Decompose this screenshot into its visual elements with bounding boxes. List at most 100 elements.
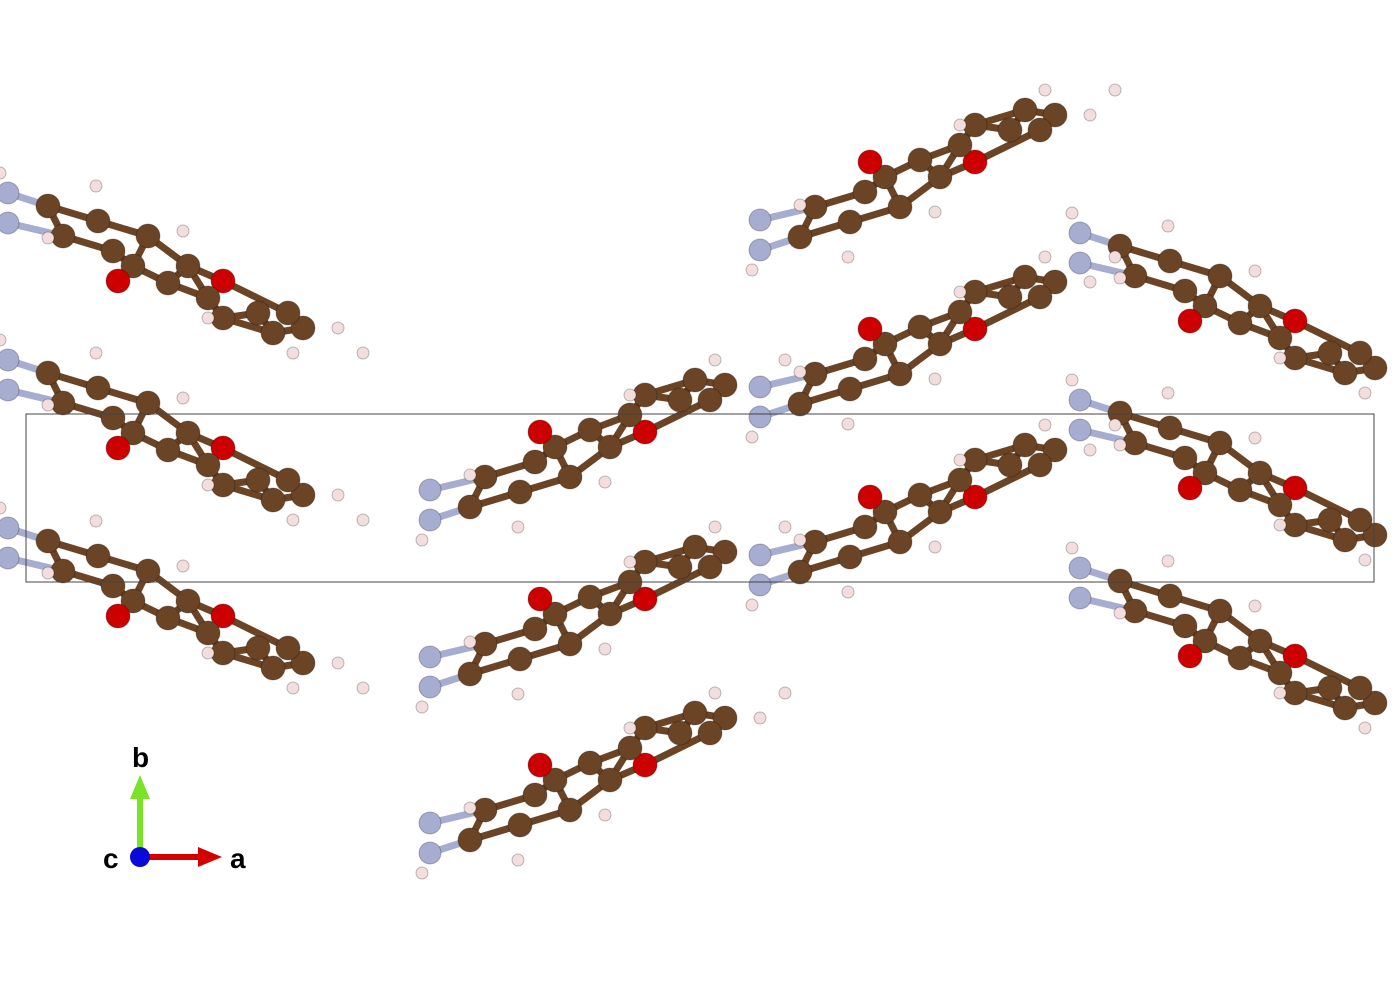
hydrogen-atom <box>1083 275 1097 289</box>
a-axis-label: a <box>230 843 246 874</box>
oxygen-atom <box>210 268 236 294</box>
hydrogen-atom <box>1038 250 1052 264</box>
carbon-atom <box>1332 695 1358 721</box>
carbon-atom <box>100 573 126 599</box>
hydrogen-atom <box>286 681 300 695</box>
nitrogen-atom <box>748 573 772 597</box>
hydrogen-atom <box>1083 108 1097 122</box>
carbon-atom <box>85 208 111 234</box>
carbon-atom <box>1317 507 1343 533</box>
carbon-atom <box>557 464 583 490</box>
carbon-atom <box>260 655 286 681</box>
carbon-atom <box>195 452 221 478</box>
carbon-atom <box>1042 437 1068 463</box>
carbon-atom <box>1227 310 1253 336</box>
bond <box>641 563 714 603</box>
carbon-atom <box>802 529 828 555</box>
carbon-atom <box>667 387 693 413</box>
carbon-atom <box>1207 430 1233 456</box>
carbon-atom <box>50 390 76 416</box>
hydrogen-atom <box>0 333 7 347</box>
nitrogen-atom <box>0 546 20 570</box>
nitrogen-atom <box>418 508 442 532</box>
carbon-atom <box>85 543 111 569</box>
carbon-atom <box>1027 284 1053 310</box>
carbon-atom <box>1027 452 1053 478</box>
carbon-atom <box>837 376 863 402</box>
hydrogen-atom <box>841 585 855 599</box>
hydrogen-atom <box>841 250 855 264</box>
bond <box>971 461 1044 501</box>
carbon-atom <box>155 270 181 296</box>
carbon-atom <box>1332 527 1358 553</box>
bond <box>971 293 1044 333</box>
carbon-atom <box>1192 460 1218 486</box>
carbon-atom <box>1362 355 1388 381</box>
hydrogen-atom <box>176 391 190 405</box>
carbon-atom <box>35 360 61 386</box>
carbon-atom <box>887 361 913 387</box>
hydrogen-atom <box>598 642 612 656</box>
carbon-atom <box>507 479 533 505</box>
carbon-atom <box>1207 263 1233 289</box>
carbon-atom <box>120 588 146 614</box>
carbon-atom <box>1012 432 1038 458</box>
carbon-atom <box>837 544 863 570</box>
axis-indicator: a b c <box>103 742 246 874</box>
carbon-atom <box>245 300 271 326</box>
carbon-atom <box>617 402 643 428</box>
carbon-atom <box>1192 628 1218 654</box>
carbon-atom <box>1157 248 1183 274</box>
hydrogen-atom <box>841 417 855 431</box>
carbon-atom <box>120 420 146 446</box>
bond <box>1291 484 1364 524</box>
carbon-atom <box>1317 340 1343 366</box>
hydrogen-atom <box>1358 553 1372 567</box>
hydrogen-atom <box>953 285 967 299</box>
hydrogen-atom <box>463 801 477 815</box>
hydrogen-atom <box>415 533 429 547</box>
carbon-atom <box>887 529 913 555</box>
carbon-atom <box>947 132 973 158</box>
carbon-atom <box>175 253 201 279</box>
hydrogen-atom <box>778 520 792 534</box>
carbon-atom <box>632 549 658 575</box>
carbon-atom <box>507 646 533 672</box>
carbon-atom <box>542 767 568 793</box>
carbon-atom <box>1172 445 1198 471</box>
hydrogen-atom <box>778 353 792 367</box>
nitrogen-atom <box>418 811 442 835</box>
hydrogen-atom <box>708 686 722 700</box>
hydrogen-atom <box>708 520 722 534</box>
nitrogen-atom <box>748 238 772 262</box>
hydrogen-atom <box>1065 541 1079 555</box>
carbon-atom <box>697 720 723 746</box>
hydrogen-atom <box>598 808 612 822</box>
hydrogen-atom <box>708 353 722 367</box>
carbon-atom <box>1122 263 1148 289</box>
carbon-atom <box>1012 97 1038 123</box>
carbon-atom <box>907 147 933 173</box>
carbon-atom <box>1347 675 1373 701</box>
carbon-atom <box>120 253 146 279</box>
hydrogen-atom <box>1038 83 1052 97</box>
hydrogen-atom <box>753 711 767 725</box>
carbon-atom <box>155 605 181 631</box>
hydrogen-atom <box>1248 264 1262 278</box>
nitrogen-atom <box>418 841 442 865</box>
carbon-atom <box>35 528 61 554</box>
carbon-atom <box>577 750 603 776</box>
carbon-atom <box>155 437 181 463</box>
hydrogen-atom <box>793 533 807 547</box>
carbon-atom <box>1332 360 1358 386</box>
hydrogen-atom <box>511 520 525 534</box>
carbon-atom <box>787 559 813 585</box>
hydrogen-atom <box>176 224 190 238</box>
oxygen-atom <box>105 268 131 294</box>
hydrogen-atom <box>511 687 525 701</box>
oxygen-atom <box>962 316 988 342</box>
oxygen-atom <box>527 752 553 778</box>
carbon-atom <box>542 601 568 627</box>
carbon-atom <box>712 372 738 398</box>
nitrogen-atom <box>0 516 20 540</box>
